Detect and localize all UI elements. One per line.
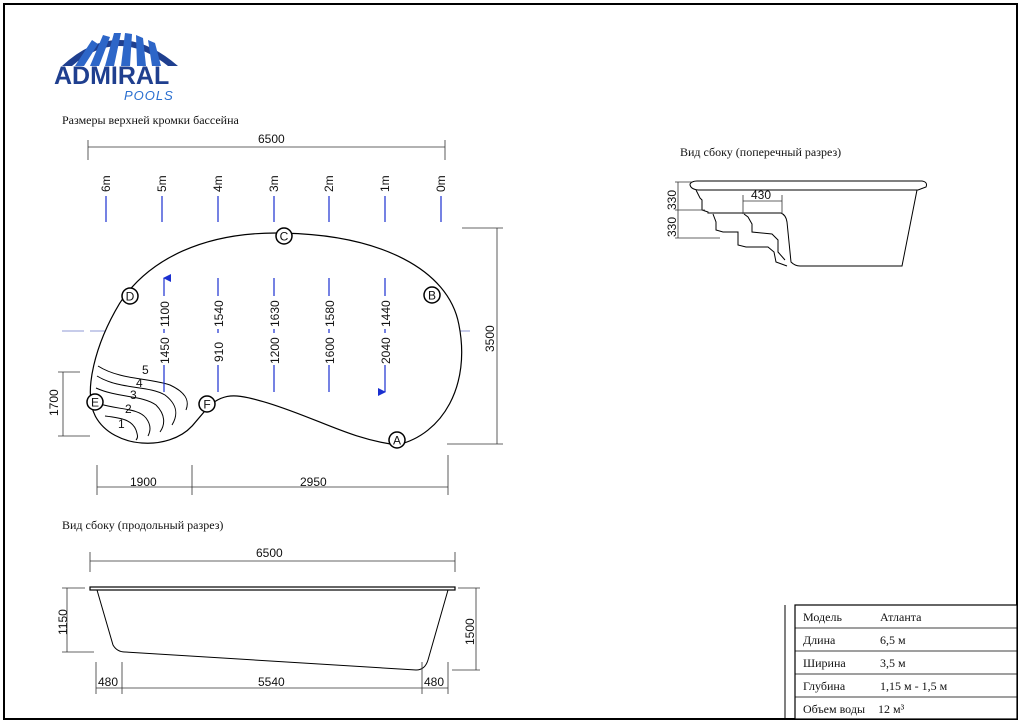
dim-long-bottom-label: 5540 [258, 675, 285, 689]
depth-bottom-label: 910 [212, 342, 226, 362]
dim-width [447, 227, 503, 445]
dim-left-width-label: 1700 [47, 389, 61, 416]
depth-top-label: 1580 [323, 300, 337, 327]
dim-step-width-label: 430 [751, 188, 771, 202]
station-label: 5m [155, 175, 169, 192]
depth-top-label: 1540 [212, 300, 226, 327]
cross-title: Вид сбоку (поперечный разрез) [680, 145, 841, 159]
spec-table: Модель Атланта Длина 6,5 м Ширина 3,5 м Глу… [784, 604, 1018, 720]
depth-bottom-label: 1200 [268, 337, 282, 364]
admiral-pools-logo: ADMIRAL POOLS [54, 33, 178, 103]
station-label: 0m [434, 175, 448, 192]
dim-step-height-label: 330 [665, 190, 679, 210]
svg-text:Атланта: Атланта [880, 610, 922, 624]
point-f: F [198, 395, 216, 413]
dim-bottom-label: 2950 [300, 475, 327, 489]
svg-text:B: B [428, 289, 436, 303]
svg-text:3,5 м: 3,5 м [880, 656, 906, 670]
point-d: D [121, 287, 139, 305]
dim-long-length-label: 6500 [256, 546, 283, 560]
svg-text:1,15 м - 1,5 м: 1,15 м - 1,5 м [880, 679, 948, 693]
svg-text:Глубина: Глубина [803, 679, 846, 693]
station-label: 6m [99, 175, 113, 192]
dim-shallow [62, 587, 94, 653]
logo-sub: POOLS [124, 88, 174, 103]
dim-deep [452, 587, 480, 671]
depth-bottom-label: 1450 [158, 337, 172, 364]
point-b: B [423, 286, 441, 304]
point-markers: A B C D E F [86, 227, 441, 449]
dim-left-width [58, 371, 90, 437]
svg-text:F: F [203, 398, 210, 412]
dim-step-height-label: 330 [665, 217, 679, 237]
point-a: A [388, 431, 406, 449]
cross-section [689, 180, 927, 267]
dim-long-bottom-label: 480 [424, 675, 444, 689]
dim-step-heights [675, 181, 720, 239]
dim-bottom-label: 1900 [130, 475, 157, 489]
depth-top-label: 1630 [268, 300, 282, 327]
depth-top-label: 1440 [379, 300, 393, 327]
spec-row: Объем воды 12 м³ [803, 702, 905, 716]
dim-shallow-label: 1150 [56, 609, 70, 635]
svg-text:2: 2 [125, 402, 132, 416]
dim-step-width [742, 195, 783, 214]
svg-text:Длина: Длина [803, 633, 836, 647]
depth-arrows: 1100 1540 1630 1580 1440 1450 910 1200 1… [158, 278, 393, 392]
svg-text:D: D [126, 290, 135, 304]
plan-title: Размеры верхней кромки бассейна [62, 113, 239, 127]
svg-text:5: 5 [142, 363, 149, 377]
stations: 6m 5m 4m 3m 2m 1m 0m [99, 175, 448, 222]
spec-row: Ширина 3,5 м [803, 656, 906, 670]
svg-text:4: 4 [136, 376, 143, 390]
station-label: 1m [378, 175, 392, 192]
dim-long-bottom [95, 662, 449, 694]
svg-text:1: 1 [118, 417, 125, 431]
point-c: C [275, 227, 293, 245]
steps [95, 365, 188, 441]
svg-text:Объем воды: Объем воды [803, 702, 865, 716]
drawing-frame [3, 3, 1018, 720]
svg-text:6,5 м: 6,5 м [880, 633, 906, 647]
longitudinal-section [89, 586, 456, 671]
point-e: E [86, 393, 104, 411]
svg-text:E: E [91, 396, 99, 410]
svg-text:Ширина: Ширина [803, 656, 846, 670]
dim-bottom [96, 455, 449, 495]
spec-row: Длина 6,5 м [803, 633, 906, 647]
svg-text:12 м³: 12 м³ [878, 702, 905, 716]
svg-text:A: A [393, 434, 401, 448]
dim-width-label: 3500 [483, 325, 497, 352]
dim-length-label: 6500 [258, 132, 285, 146]
dim-long-length [89, 552, 456, 572]
pool-outline [89, 232, 463, 446]
step-numbers: 5 4 3 2 1 [118, 363, 149, 431]
svg-text:Модель: Модель [803, 610, 842, 624]
depth-bottom-label: 2040 [379, 337, 393, 364]
svg-text:C: C [280, 230, 289, 244]
svg-text:3: 3 [130, 388, 137, 402]
station-label: 3m [267, 175, 281, 192]
station-label: 4m [211, 175, 225, 192]
station-label: 2m [322, 175, 336, 192]
depth-top-label: 1100 [158, 301, 172, 327]
longitudinal-title: Вид сбоку (продольный разрез) [62, 518, 223, 532]
dim-deep-label: 1500 [463, 618, 477, 645]
logo-brand: ADMIRAL [54, 62, 169, 90]
spec-row: Модель Атланта [803, 610, 922, 624]
depth-bottom-label: 1600 [323, 337, 337, 364]
dome-icon [62, 33, 178, 66]
dim-long-bottom-label: 480 [98, 675, 118, 689]
spec-row: Глубина 1,15 м - 1,5 м [803, 679, 948, 693]
